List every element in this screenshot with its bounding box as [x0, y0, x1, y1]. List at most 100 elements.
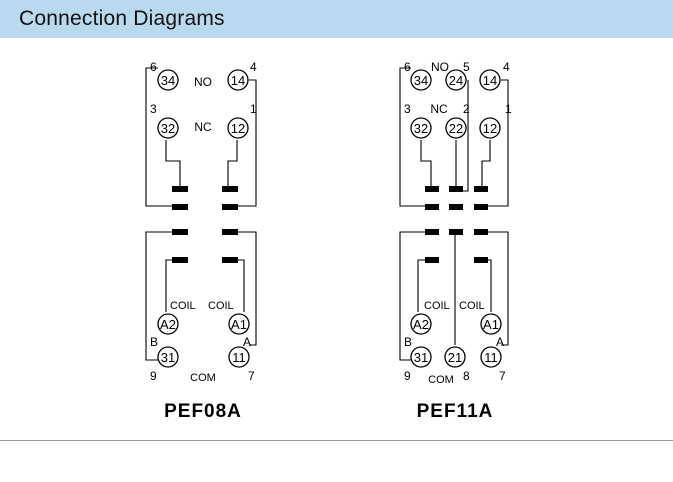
- pin-label: 11: [484, 350, 498, 365]
- pin-label: 12: [483, 121, 497, 136]
- no-label: NO: [431, 60, 449, 74]
- com-label: COM: [190, 372, 216, 384]
- pin-24: [445, 69, 467, 91]
- model-label: PEF08A: [164, 401, 242, 422]
- terminal-number: 8: [463, 369, 470, 383]
- diagram-pef08a: 34 14 32 12 A2 A1 31 11 6 4 3 1 NO NC CO…: [145, 60, 257, 422]
- coil-label: COIL: [424, 300, 450, 312]
- pin-label: 11: [232, 350, 246, 365]
- pin-label: A1: [483, 317, 499, 332]
- contact-bar: [425, 229, 439, 235]
- contact-bar: [474, 186, 488, 192]
- contact-bar: [449, 229, 463, 235]
- pin-label: 14: [483, 73, 497, 88]
- terminal-number: 9: [404, 369, 411, 383]
- contact-bar: [425, 257, 439, 263]
- pin-label: 32: [161, 121, 175, 136]
- terminal-letter: B: [404, 335, 412, 349]
- pef11a-wiring: [399, 67, 509, 361]
- no-label: NO: [194, 75, 212, 89]
- pin-label: A1: [231, 317, 247, 332]
- terminal-number: 6: [150, 60, 157, 74]
- pef11a-contacts: [425, 186, 488, 263]
- pef08a-wiring: [145, 67, 257, 361]
- pef11a-labels: 6 NO 5 4 3 NC 2 1 COIL COIL B A 9 COM 8 …: [404, 60, 512, 386]
- contact-bar: [222, 257, 238, 263]
- pef08a-labels: 6 4 3 1 NO NC COIL COIL B A 9 7 COM: [150, 60, 257, 384]
- section-title: Connection Diagrams: [19, 7, 225, 30]
- terminal-number: 1: [505, 102, 512, 116]
- terminal-number: 4: [503, 60, 510, 74]
- pin-11: [480, 346, 502, 368]
- pin-label: 31: [414, 350, 428, 365]
- pin-label: A2: [160, 317, 176, 332]
- pin-22: [445, 117, 467, 139]
- contact-bar: [474, 257, 488, 263]
- coil-label: COIL: [208, 300, 234, 312]
- model-label: PEF11A: [417, 401, 494, 422]
- pin-label: 22: [449, 121, 463, 136]
- pin-31: [410, 346, 432, 368]
- contact-bar: [222, 186, 238, 192]
- pin-label: 34: [161, 73, 175, 88]
- pin-label: 21: [448, 350, 462, 365]
- contact-bar: [222, 204, 238, 210]
- pin-label: A2: [413, 317, 429, 332]
- contact-bar: [449, 204, 463, 210]
- nc-label: NC: [430, 102, 448, 116]
- com-label: COM: [428, 374, 454, 386]
- pin-14: [227, 69, 249, 91]
- pin-11: [228, 346, 250, 368]
- pin-label: 12: [231, 121, 245, 136]
- terminal-number: 7: [248, 369, 255, 383]
- pef11a-pins: 34 24 14 32 22 12 A2 A1 31 21 11: [410, 69, 502, 368]
- contact-bar: [474, 204, 488, 210]
- pin-34: [157, 69, 179, 91]
- pin-12: [479, 117, 501, 139]
- terminal-number: 3: [150, 102, 157, 116]
- contact-bar: [172, 229, 188, 235]
- pin-label: 32: [414, 121, 428, 136]
- terminal-letter: A: [496, 335, 504, 349]
- pin-a1: [480, 313, 502, 335]
- terminal-number: 2: [463, 102, 470, 116]
- section-header: Connection Diagrams: [0, 0, 673, 38]
- contact-bar: [425, 204, 439, 210]
- terminal-number: 1: [250, 102, 257, 116]
- bottom-divider: [0, 440, 673, 441]
- terminal-number: 3: [404, 102, 411, 116]
- pin-label: 34: [414, 73, 428, 88]
- terminal-letter: A: [243, 335, 251, 349]
- contact-bar: [172, 257, 188, 263]
- contact-bar: [449, 186, 463, 192]
- nc-label: NC: [194, 120, 212, 134]
- pin-label: 24: [449, 73, 463, 88]
- pef08a-pins: 34 14 32 12 A2 A1 31 11: [157, 69, 250, 368]
- pin-label: 31: [161, 350, 175, 365]
- terminal-number: 7: [499, 369, 506, 383]
- pin-a2: [157, 313, 179, 335]
- contact-bar: [172, 186, 188, 192]
- pef08a-contacts: [172, 186, 238, 263]
- terminal-letter: B: [150, 335, 158, 349]
- pin-14: [479, 69, 501, 91]
- pin-32: [410, 117, 432, 139]
- diagram-pef11a: 34 24 14 32 22 12 A2 A1 31 21 11 6 NO: [399, 60, 512, 422]
- contact-bar: [222, 229, 238, 235]
- contact-bar: [172, 204, 188, 210]
- pin-32: [157, 117, 179, 139]
- pin-a1: [228, 313, 250, 335]
- terminal-number: 5: [463, 60, 470, 74]
- contact-bar: [474, 229, 488, 235]
- contact-bar: [425, 186, 439, 192]
- pin-a2: [410, 313, 432, 335]
- pin-12: [227, 117, 249, 139]
- pin-34: [410, 69, 432, 91]
- coil-label: COIL: [170, 300, 196, 312]
- terminal-number: 4: [250, 60, 257, 74]
- coil-label: COIL: [459, 300, 485, 312]
- pin-label: 14: [231, 73, 245, 88]
- terminal-number: 6: [404, 60, 411, 74]
- terminal-number: 9: [150, 369, 157, 383]
